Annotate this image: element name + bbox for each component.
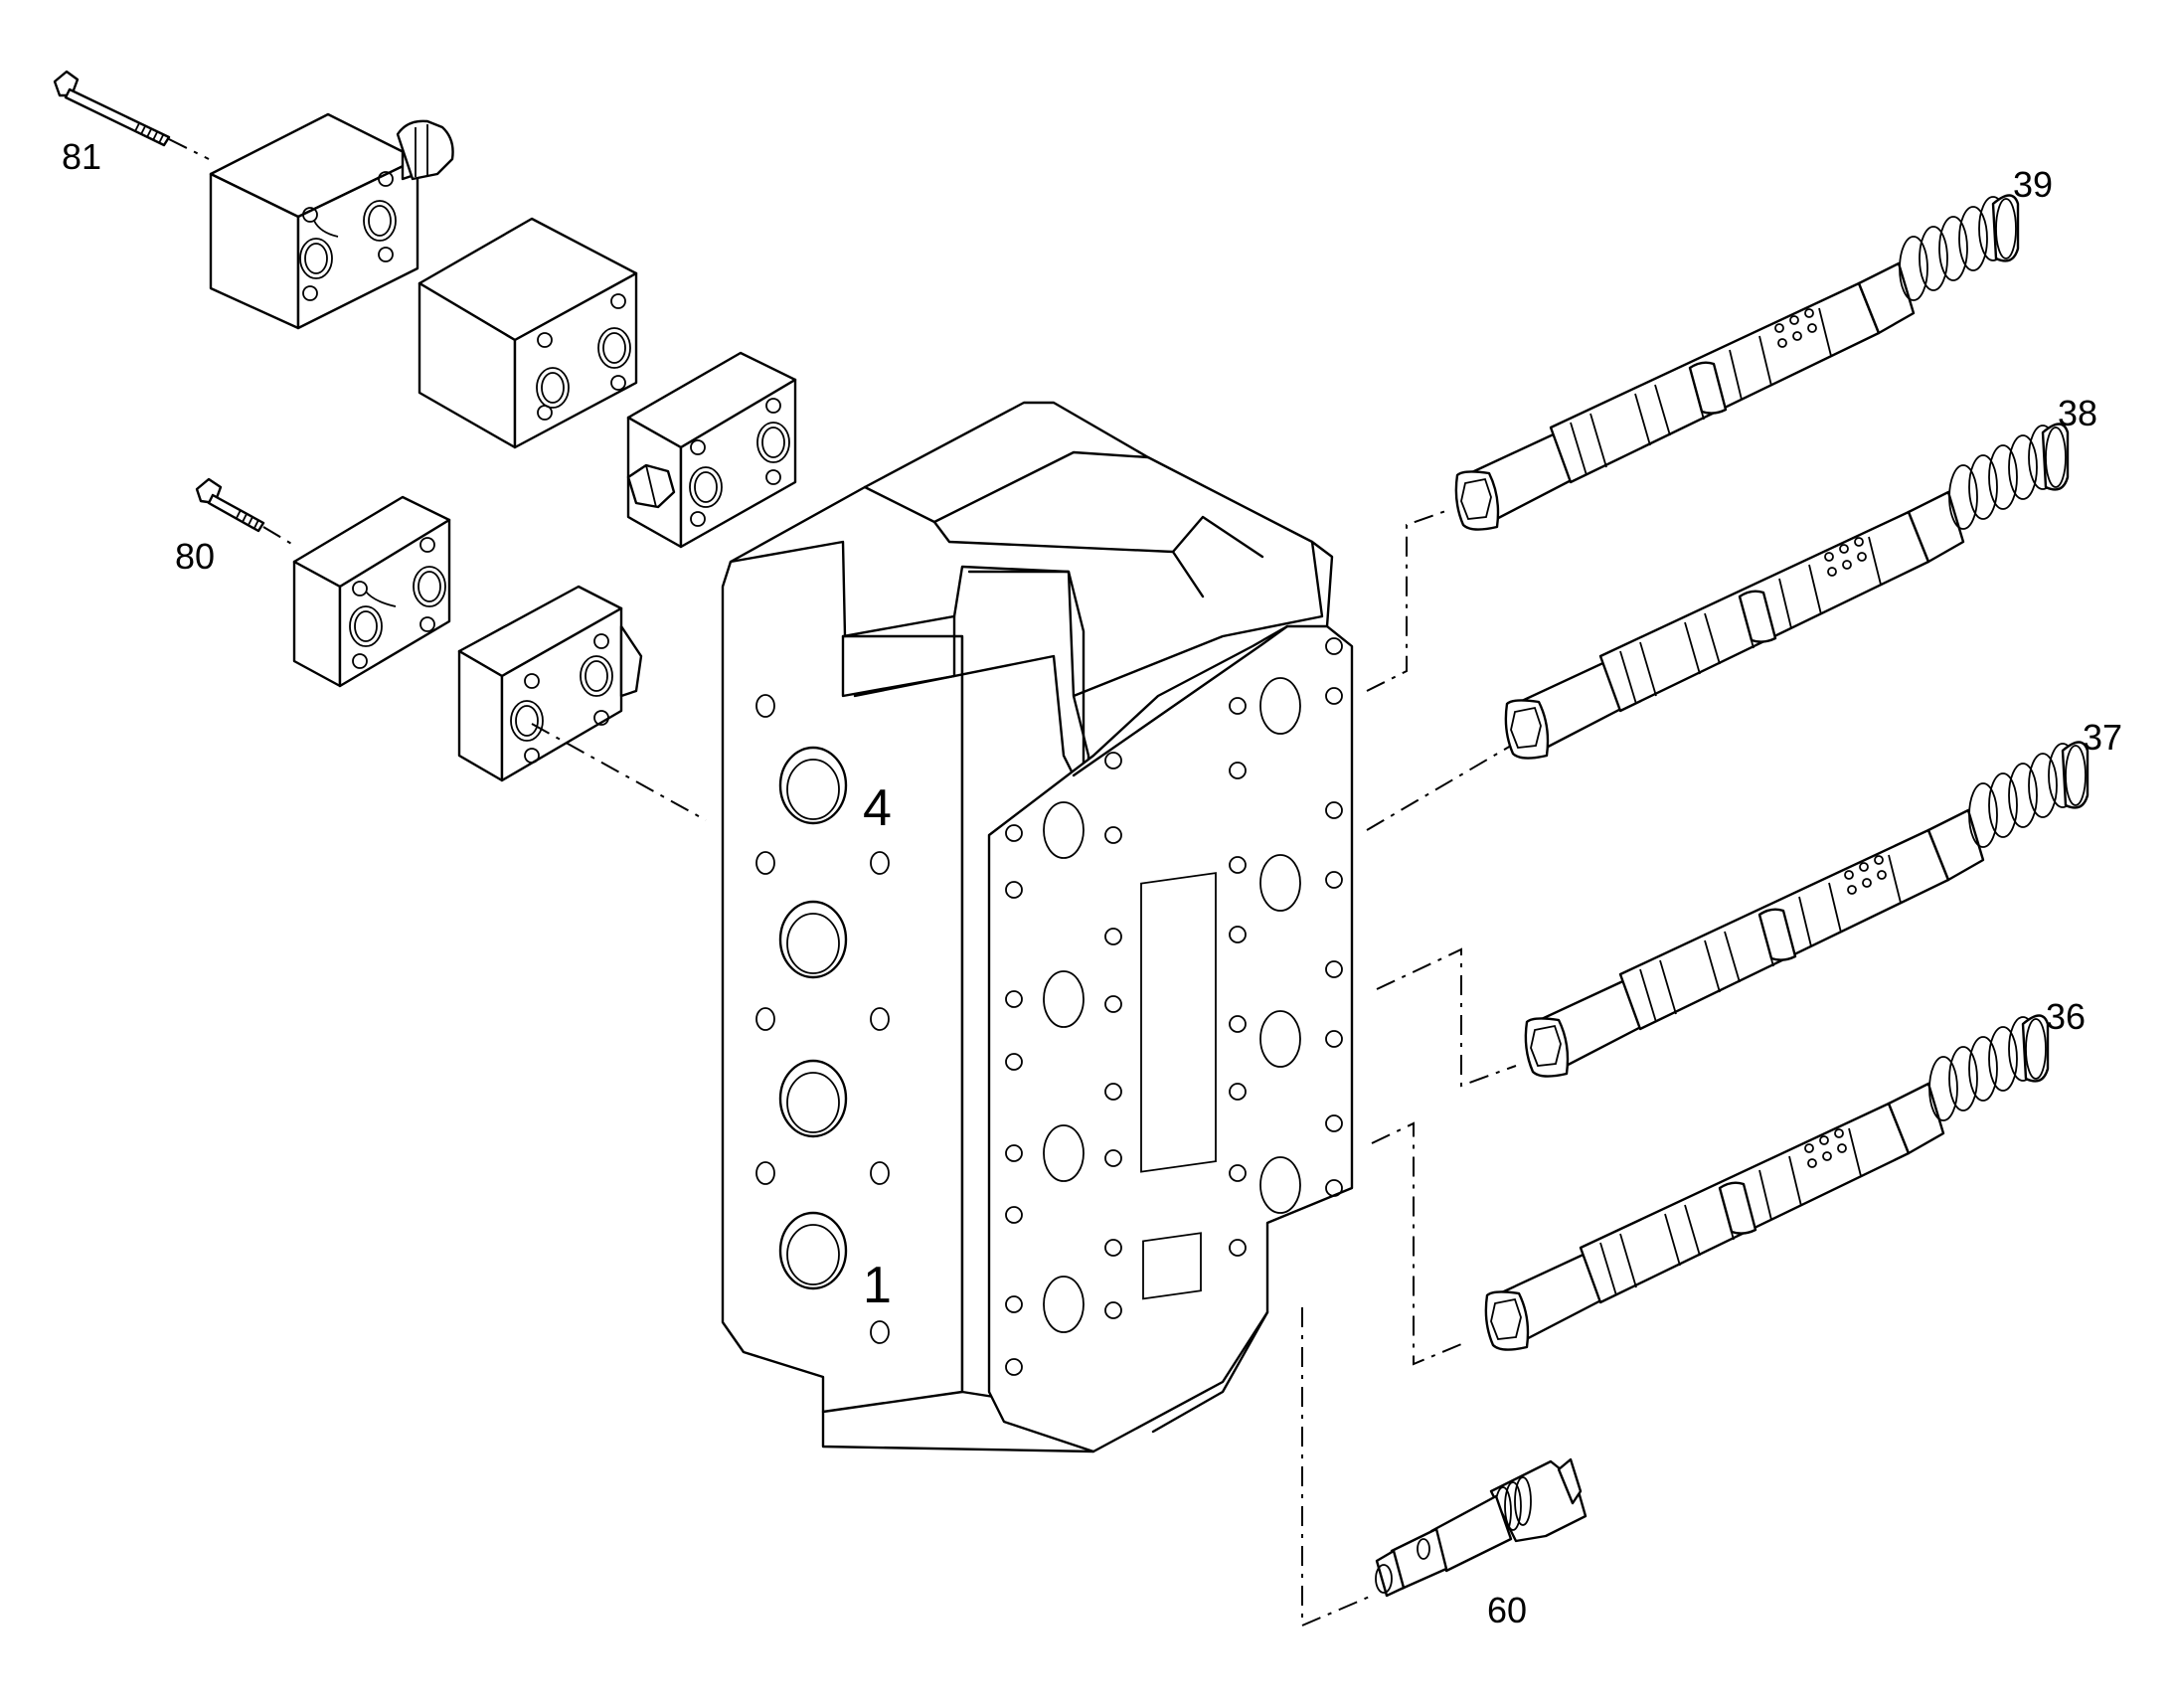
cover-block-2 [418,217,638,449]
leader-lines [168,138,1517,1627]
cartridge-valve-60 [1375,1457,1588,1598]
valve-spool-38 [1504,423,2070,760]
solenoid-block-81 [209,112,454,330]
valve-spool-36 [1484,1014,2050,1351]
callout-labels: 81 80 39 38 37 36 60 4 1 [62,136,2122,1630]
cover-block-80 [292,495,451,688]
valve-housing [721,401,1354,1453]
valve-spool-39 [1454,194,2020,531]
cover-block-3 [626,351,797,549]
callout-80: 80 [175,536,215,577]
callout-39: 39 [2013,164,2053,205]
callout-60: 60 [1487,1590,1527,1630]
callout-81: 81 [62,136,101,177]
bolt-80 [195,477,265,533]
callout-37: 37 [2083,717,2122,758]
port-label-1: 1 [863,1257,892,1314]
port-label-4: 4 [863,779,892,837]
right-face-ports [1005,637,1343,1376]
cover-block-5 [457,585,643,782]
callout-38: 38 [2058,393,2097,433]
bolt-81 [53,70,171,147]
left-face-ports [755,694,890,1344]
callout-36: 36 [2046,996,2086,1037]
